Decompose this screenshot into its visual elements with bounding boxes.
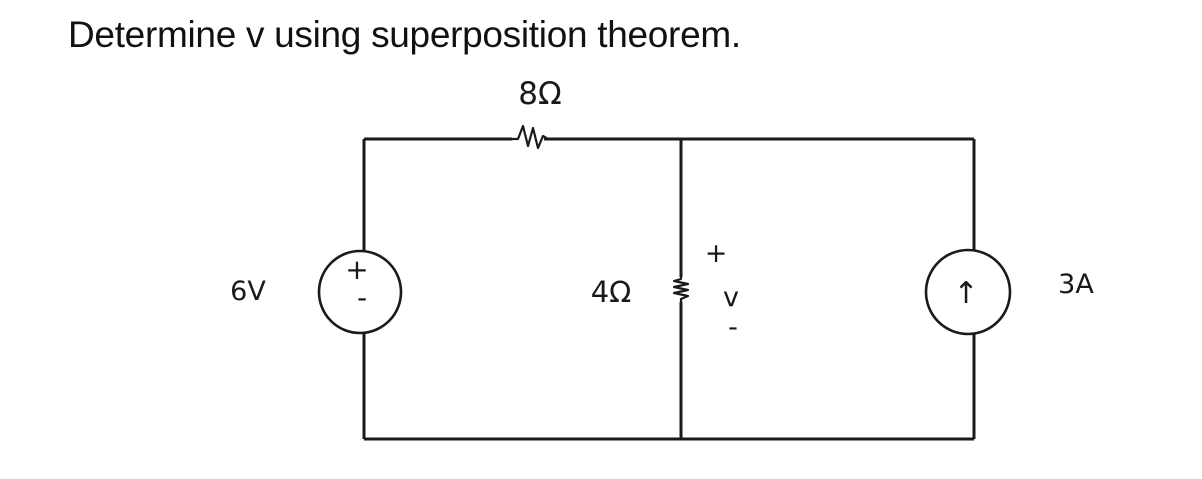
current-source-circle: [924, 248, 1012, 336]
voltage-source-plus: +: [345, 253, 368, 286]
output-voltage-v: + v -: [705, 238, 739, 343]
voltage-source-circle: [317, 249, 403, 335]
current-source-arrow-icon: ↑: [953, 276, 978, 311]
question-text: Determine v using superposition theorem.: [68, 14, 741, 55]
voltage-source-minus: -: [357, 281, 367, 314]
output-voltage-minus: -: [728, 312, 738, 343]
voltage-source-label: 6V: [230, 276, 266, 307]
current-source-label: 3A: [1058, 269, 1094, 300]
wires: [362, 137, 976, 441]
resistor-4ohm-label: 4Ω: [591, 275, 632, 309]
resistor-4ohm-zigzag: [672, 274, 690, 304]
resistor-4ohm: 4Ω: [591, 274, 690, 309]
output-voltage-plus: +: [705, 238, 728, 269]
voltage-source-6v: + - 6V: [230, 249, 403, 335]
output-voltage-name: v: [723, 282, 739, 313]
resistor-8ohm-label: 8Ω: [518, 76, 561, 112]
resistor-8ohm-zigzag: [508, 124, 550, 150]
current-source-3a: ↑ 3A: [924, 248, 1094, 336]
resistor-8ohm: 8Ω: [508, 76, 562, 150]
